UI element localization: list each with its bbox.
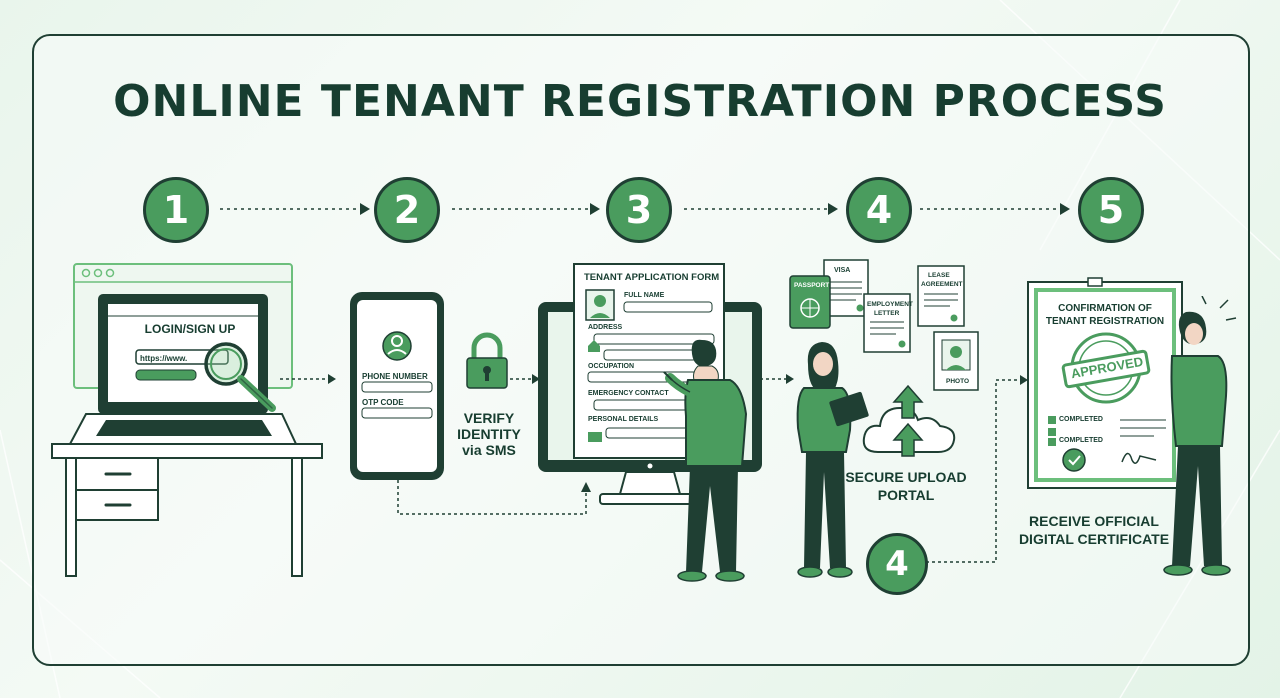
step-timeline xyxy=(220,203,1070,215)
cloud-upload-icon xyxy=(862,384,956,457)
step-circle-2: 2 xyxy=(374,177,440,243)
form-emergency-label: EMERGENCY CONTACT xyxy=(588,390,669,397)
connector-upload-to-certificate xyxy=(926,375,1028,563)
step5-caption-line2: DIGITAL CERTIFICATE xyxy=(1018,531,1170,547)
page-title: ONLINE TENANT REGISTRATION PROCESS xyxy=(113,76,1167,127)
form-personal-label: PERSONAL DETAILS xyxy=(588,416,659,423)
man-filling-form-figure xyxy=(663,339,748,582)
otp-code-label: OTP CODE xyxy=(362,398,404,407)
phone-number-label: PHONE NUMBER xyxy=(362,372,428,381)
woman-with-tablet-figure xyxy=(796,342,869,578)
step1-desk-illustration xyxy=(51,263,323,577)
bottom-step-circle-4: 4 xyxy=(866,533,928,595)
step2-caption-line2: IDENTITY xyxy=(457,426,521,442)
connector-phone-to-monitor xyxy=(397,480,591,515)
certificate-title-line2: TENANT REGISTRATION xyxy=(1045,316,1165,327)
step-circle-5: 5 xyxy=(1078,177,1144,243)
step2-caption-line3: via SMS xyxy=(462,442,516,458)
arrow-1-to-2 xyxy=(280,374,336,384)
completed-label-1: COMPLETED xyxy=(1059,416,1103,423)
step4-caption-line1: SECURE UPLOAD xyxy=(845,469,967,485)
step-circle-1: 1 xyxy=(143,177,209,243)
step1-screen-title: LOGIN/SIGN UP xyxy=(144,322,236,336)
step4-documents-illustration xyxy=(789,259,979,391)
doc-lease-label-1: LEASE xyxy=(928,272,950,279)
arrow-3-to-4 xyxy=(760,374,794,384)
doc-employment-label-1: EMPLOYMENT xyxy=(867,301,913,308)
padlock-icon xyxy=(466,332,508,389)
step1-url-text: https://www. xyxy=(140,354,188,363)
certificate-title-line1: CONFIRMATION OF xyxy=(1058,303,1152,314)
form-occupation-label: OCCUPATION xyxy=(588,363,635,370)
doc-lease-label-2: AGREEMENT xyxy=(921,281,963,288)
step5-caption-line1: RECEIVE OFFICIAL xyxy=(1029,513,1159,529)
man-holding-certificate-figure xyxy=(1163,296,1237,576)
step2-caption-line1: VERIFY xyxy=(463,410,515,426)
form-full-name-label: FULL NAME xyxy=(624,292,665,299)
step2-phone-illustration xyxy=(350,292,444,480)
step-circle-3: 3 xyxy=(606,177,672,243)
step5-certificate-illustration xyxy=(1027,277,1183,489)
arrow-2-to-3 xyxy=(510,374,540,384)
doc-passport-label: PASSPORT xyxy=(794,282,830,289)
completed-label-2: COMPLETED xyxy=(1059,437,1103,444)
form-address-label: ADDRESS xyxy=(588,324,623,331)
doc-employment-label-2: LETTER xyxy=(874,310,900,317)
doc-visa-label: VISA xyxy=(834,267,851,274)
doc-photo-label: PHOTO xyxy=(946,378,969,385)
step-circle-4: 4 xyxy=(846,177,912,243)
step4-caption-line2: PORTAL xyxy=(877,487,935,503)
form-title: TENANT APPLICATION FORM xyxy=(584,272,720,283)
